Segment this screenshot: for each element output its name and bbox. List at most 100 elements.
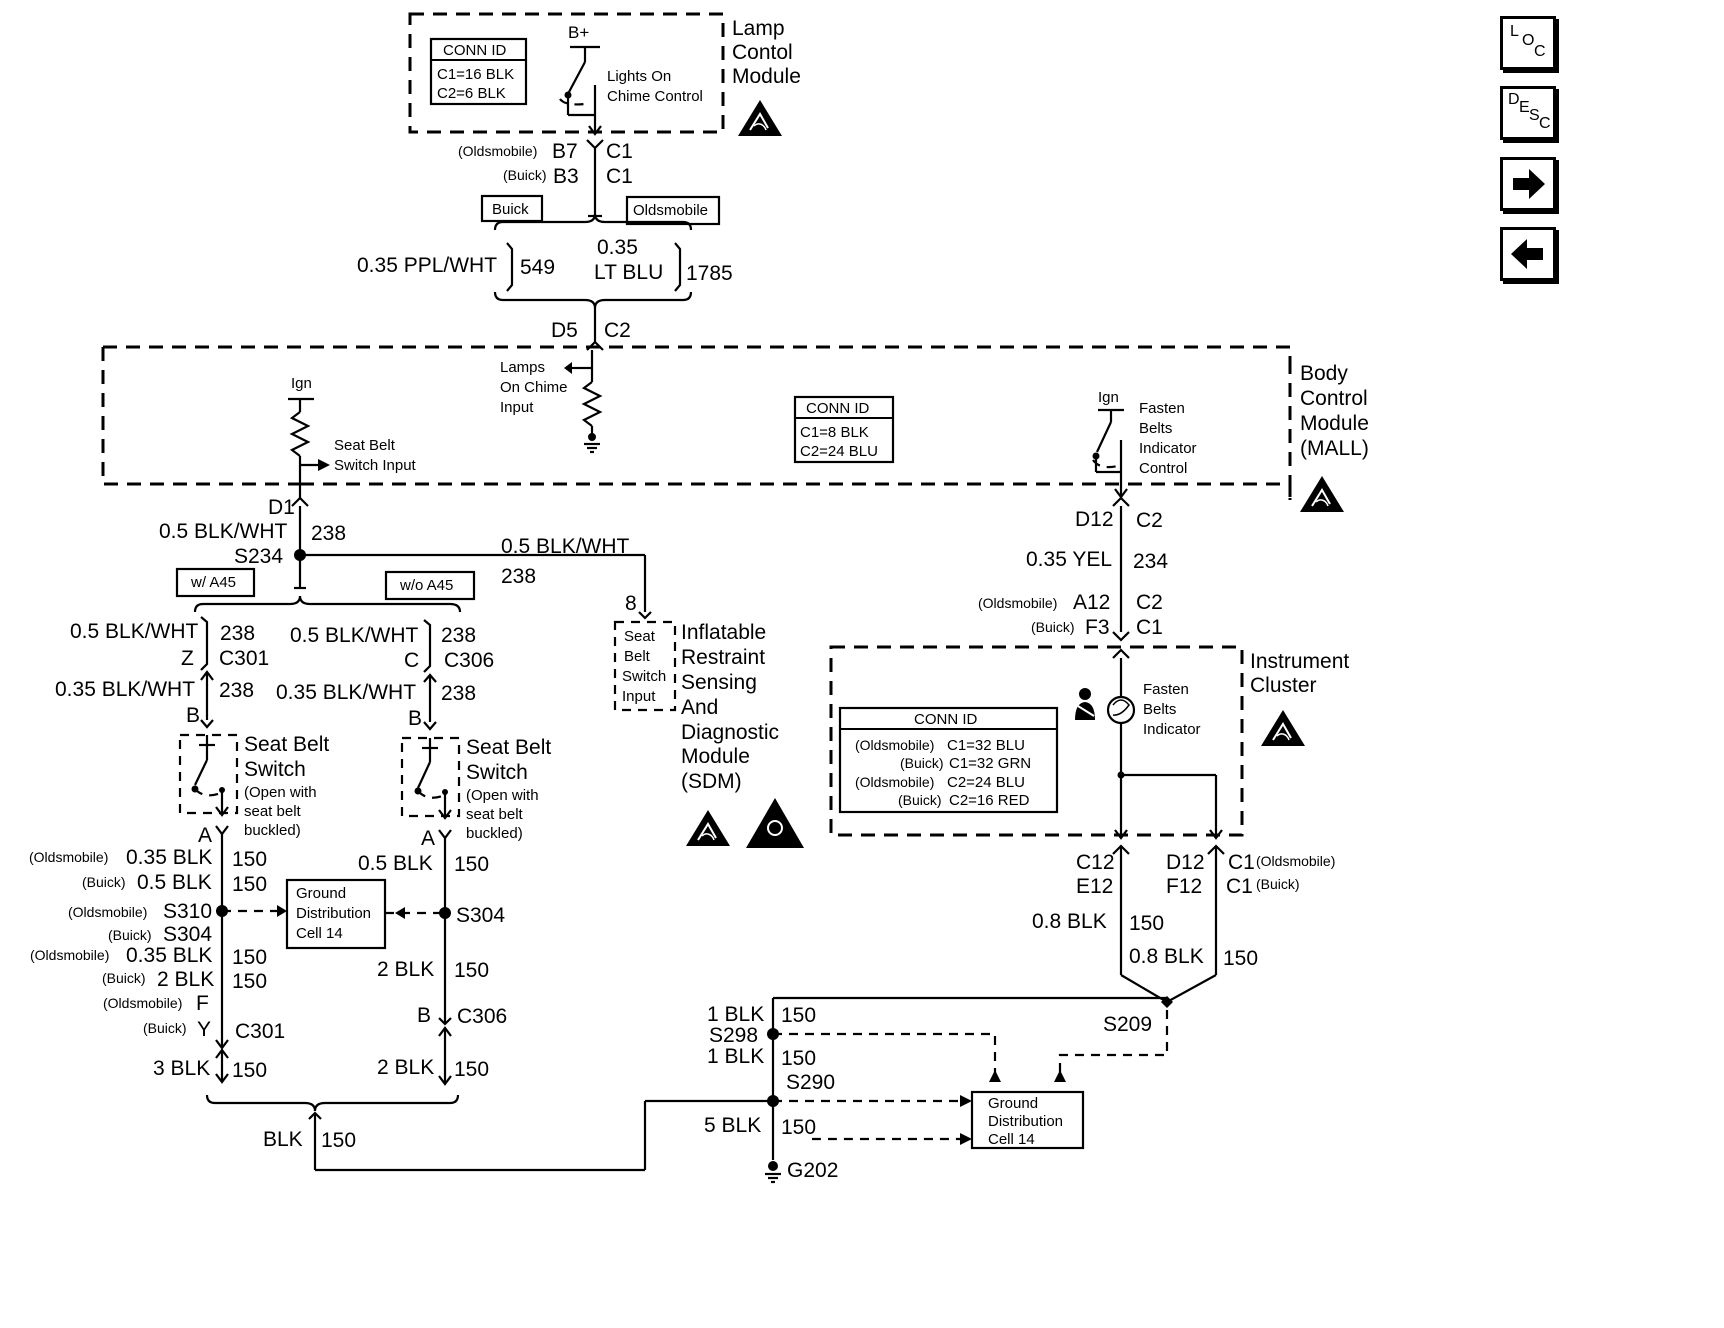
sdm-title-1: Inflatable — [681, 621, 766, 644]
desc-button[interactable]: D E S C — [1500, 86, 1556, 140]
oldsmobile-box-label: Oldsmobile — [633, 202, 708, 219]
splice-s209: S209 — [1103, 1013, 1152, 1036]
switch-note-left-2: seat belt — [244, 803, 302, 820]
wire-549-gauge: 0.35 PPL/WHT — [357, 254, 497, 277]
prev-arrow-button[interactable] — [1500, 227, 1556, 281]
wire-1785-gauge-b: LT BLU — [594, 261, 663, 284]
l-f-prefix: (Oldsmobile) — [103, 995, 182, 1011]
lamp-control-module: Lamp Contol Module CONN ID C1=16 BLK C2=… — [408, 12, 801, 137]
pin-b3: B3 — [553, 165, 579, 188]
pin-b-left: B — [186, 704, 200, 727]
pin-a-left: A — [198, 824, 212, 847]
sdm-inner-2: Belt — [624, 648, 651, 665]
oldsmobile-option-box — [625, 195, 721, 226]
r-gauge: 0.5 BLK — [358, 852, 433, 875]
left-seat-belt-circuit: D1 0.5 BLK/WHT 238 S234 0.5 BLK/WHT 238 … — [29, 496, 773, 1172]
pin-d12-ic: D12 — [1166, 851, 1205, 874]
left-arrow-icon — [1511, 239, 1543, 269]
wiring-diagram: Lamp Contol Module CONN ID C1=16 BLK C2=… — [29, 12, 1369, 1184]
sdm-inner-4: Input — [622, 688, 656, 705]
g1-gauge: 0.8 BLK — [1032, 910, 1107, 933]
c301-gauge: 0.5 BLK/WHT — [70, 620, 199, 643]
branch-circuit: 238 — [501, 565, 536, 588]
pin-a12: A12 — [1073, 591, 1110, 614]
ground-icon — [763, 1172, 783, 1184]
ic-conn-id-header: CONN ID — [914, 711, 978, 728]
bcm-title-4: (MALL) — [1300, 437, 1369, 460]
body-control-module: Body Control Module (MALL) Lamps On Chim… — [101, 345, 1369, 513]
seat-belt-switch-right — [400, 736, 461, 818]
sdm-title-5: Diagnostic — [681, 721, 779, 744]
switch-note-left-1: (Open with — [244, 784, 317, 801]
b1-circ: 150 — [781, 1004, 816, 1027]
right-indicator-circuit: D12 C2 0.35 YEL 234 (Oldsmobile) A12 C2 … — [704, 496, 1349, 1184]
switch-note-left-3: buckled) — [244, 822, 301, 839]
sdm-title-3: Sensing — [681, 671, 757, 694]
conn-c301-lower: C301 — [235, 1020, 285, 1043]
conn-c1-a: C1 — [1228, 851, 1255, 874]
lamps-input-label-3: Input — [500, 399, 534, 416]
pullup-resistor-icon — [289, 411, 311, 457]
lights-on-label: Lights On — [607, 68, 671, 85]
r3-circ: 150 — [454, 1058, 489, 1081]
fasten-label-1: Fasten — [1139, 400, 1185, 417]
next-arrow-button[interactable] — [1500, 157, 1556, 211]
splice-s234: S234 — [234, 545, 283, 568]
bottom-circ: 150 — [321, 1129, 356, 1152]
b2-circ: 150 — [781, 1047, 816, 1070]
fasten-label-3: Indicator — [1139, 440, 1197, 457]
wire-238-gauge: 0.5 BLK/WHT — [159, 520, 288, 543]
r2-gauge: 2 BLK — [377, 958, 434, 981]
pin-z: Z — [181, 647, 194, 670]
pin-e12: E12 — [1076, 875, 1113, 898]
gdc-left-2: Distribution — [296, 905, 371, 922]
conn-c1-b: C1 — [1226, 875, 1253, 898]
switch-icon — [568, 61, 586, 93]
loc-letter-o: O — [1522, 32, 1535, 49]
ic-fasten-3: Indicator — [1143, 721, 1201, 738]
conn-c2: C2 — [604, 319, 631, 342]
l-old-circ: 150 — [232, 848, 267, 871]
pin-d5: D5 — [551, 319, 578, 342]
loc-letter-l: L — [1510, 23, 1519, 40]
conn-c306: C306 — [444, 649, 494, 672]
lamp-module-title-3: Module — [732, 65, 801, 88]
splice-s290: S290 — [786, 1071, 835, 1094]
ic-row-3-value: C2=24 BLU — [947, 774, 1025, 791]
wire-238-circuit: 238 — [311, 522, 346, 545]
ground-icon — [582, 442, 602, 454]
switch-title-left-1: Seat Belt — [244, 733, 329, 756]
l3-circ: 150 — [232, 1059, 267, 1082]
ic-title-1: Instrument — [1250, 650, 1349, 673]
loc-button[interactable]: L O C — [1500, 16, 1556, 70]
wire-1785-gauge-a: 0.35 — [597, 236, 638, 259]
pin-c: C — [404, 649, 419, 672]
desc-letter-c: C — [1539, 115, 1551, 132]
splice-s298: S298 — [709, 1024, 758, 1047]
desc-letter-e: E — [1519, 99, 1530, 116]
pin-b7: B7 — [552, 140, 578, 163]
bplus-label: B+ — [568, 23, 589, 42]
lamp-module-title-2: Contol — [732, 41, 793, 64]
l-buick-circ: 150 — [232, 873, 267, 896]
c306-gauge-2: 0.35 BLK/WHT — [276, 681, 416, 704]
l2-buick-gauge: 2 BLK — [157, 968, 214, 991]
loc-letter-c: C — [1534, 43, 1546, 60]
pin-f12: F12 — [1166, 875, 1202, 898]
buick-prefix: (Buick) — [503, 167, 547, 183]
pin-c12: C12 — [1076, 851, 1115, 874]
l3-gauge: 3 BLK — [153, 1057, 210, 1080]
c301-gauge-2: 0.35 BLK/WHT — [55, 678, 195, 701]
b2-gauge: 1 BLK — [707, 1045, 764, 1068]
lamp-module-title-1: Lamp — [732, 17, 785, 40]
esd-warning-icon — [1260, 709, 1306, 747]
g1-circ: 150 — [1129, 912, 1164, 935]
pin-f3: F3 — [1085, 616, 1110, 639]
c306-gauge: 0.5 BLK/WHT — [290, 624, 419, 647]
right-arrow-icon — [1513, 169, 1545, 199]
with-a45-box — [175, 567, 256, 598]
l2-old-gauge: 0.35 BLK — [126, 944, 212, 967]
desc-letter-s: S — [1529, 107, 1540, 124]
seat-input-label-2: Switch Input — [334, 457, 417, 474]
ic-conn-id-box — [838, 706, 1059, 814]
